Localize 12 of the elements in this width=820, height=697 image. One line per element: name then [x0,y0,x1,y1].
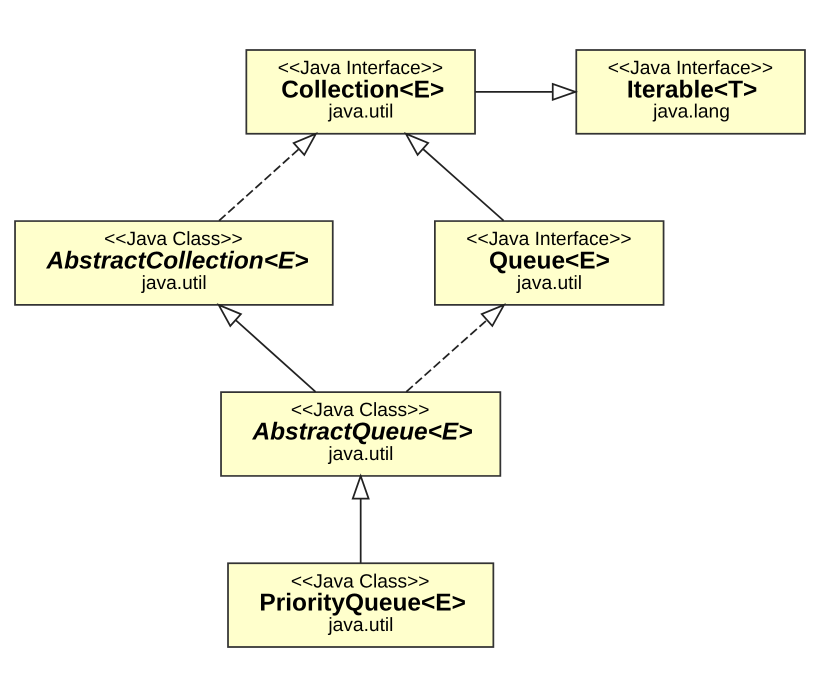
arrow [406,303,506,392]
arrow [475,82,578,102]
arrow [404,132,504,222]
arrow [352,473,370,563]
node-box: <<Java Interface>> Collection<E> java.util [245,49,476,135]
node-box: <<Java Class>> AbstractCollection<E> java.util [14,220,334,306]
node-box: <<Java Class>> AbstractQueue<E> java.util [220,391,502,477]
node-box: <<Java Interface>> Iterable<T> java.lang [575,49,806,135]
arrow [216,303,316,392]
arrow [218,132,318,222]
node-box: <<Java Class>> PriorityQueue<E> java.util [227,562,494,648]
node-box: <<Java Interface>> Queue<E> java.util [434,220,664,306]
